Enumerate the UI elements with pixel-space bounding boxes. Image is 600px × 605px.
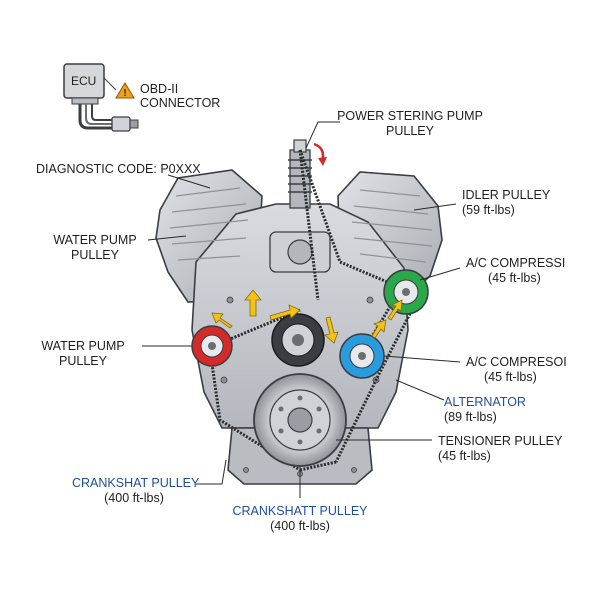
crankshaft-left-torque: (400 ft-lbs)	[104, 491, 164, 505]
idler-pulley-label-line1: IDLER PULLEY	[462, 188, 551, 202]
tensioner-pulley-label-line1: TENSIONER PULLEY	[438, 434, 563, 448]
ac-compressor-top-torque: (45 ft-lbs)	[488, 271, 541, 285]
ac-compressor-top-label-line1: A/C COMPRESSI	[466, 256, 566, 270]
connector-plug-icon	[111, 116, 139, 132]
rotation-arrow-icon	[313, 142, 327, 166]
water-pump-top-label-line1: WATER PUMP	[53, 233, 137, 247]
warning-icon: !	[115, 82, 135, 99]
idler-pulley	[271, 313, 325, 367]
power-steering-label-line1: POWER STERING PUMP	[337, 109, 483, 123]
leader-lines	[142, 121, 461, 498]
svg-text:!: !	[123, 88, 126, 99]
obd-connector-label-line1: OBD-II	[140, 82, 179, 96]
crankshaft-bottom-label: CRANKSHATT PULLEY	[232, 504, 368, 518]
belt-direction-arrows	[211, 289, 403, 344]
tensioner-pulley-torque: (45 ft-lbs)	[438, 449, 491, 463]
crankshaft-pulley	[253, 373, 347, 467]
crankshaft-bottom-torque: (400 ft-lbs)	[270, 519, 330, 533]
power-steering-label-line2: PULLEY	[386, 124, 434, 138]
alternator-label: ALTERNATOR	[444, 395, 526, 409]
alternator-torque: (89 ft-lbs)	[444, 410, 497, 424]
water-pump-left-label-line2: PULLEY	[59, 354, 107, 368]
crankshaft-left-label: CRANKSHAT PULLEY	[72, 476, 200, 490]
idler-pulley-torque: (59 ft-lbs)	[462, 203, 515, 217]
ecu-module	[63, 63, 112, 130]
water-pump-pulley	[191, 325, 233, 367]
ac-compressor-bottom-torque: (45 ft-lbs)	[484, 370, 537, 384]
water-pump-left-label-line1: WATER PUMP	[41, 339, 125, 353]
ecu-label: ECU	[71, 74, 97, 88]
ac-compressor-bottom-label-line1: A/C COMPRESOI	[466, 355, 567, 369]
water-pump-top-label-line2: PULLEY	[71, 248, 119, 262]
diagnostic-code-label: DIAGNOSTIC CODE: P0XXX	[36, 162, 201, 176]
obd-connector-label-line2: CONNECTOR	[140, 96, 221, 110]
ac-compressor-pulley	[383, 269, 429, 315]
alternator-pulley	[339, 333, 385, 379]
